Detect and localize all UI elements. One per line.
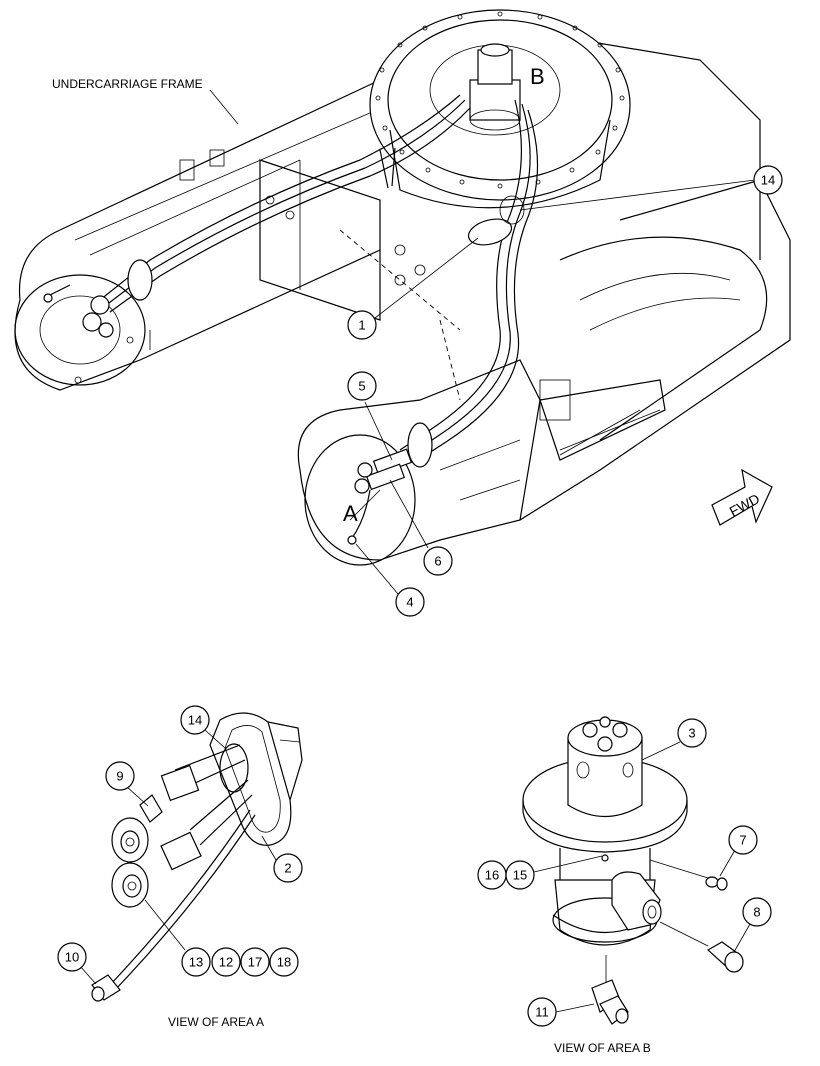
- view-area-a-title: VIEW OF AREA A: [168, 1015, 264, 1029]
- ring-bolts: [375, 11, 625, 189]
- left-fittings-cluster: [43, 259, 153, 338]
- undercarriage-frame-label: UNDERCARRIAGE FRAME: [52, 77, 203, 91]
- callout-6: 6: [389, 479, 453, 576]
- area-a-letter: A: [343, 501, 358, 526]
- callout-9: 9: [105, 761, 149, 807]
- svg-text:11: 11: [535, 1005, 549, 1020]
- callout-1: 1: [347, 237, 479, 340]
- callout-14-main: 14: [519, 165, 783, 211]
- callout-10: 10: [57, 942, 97, 985]
- svg-text:14: 14: [761, 173, 775, 188]
- svg-text:9: 9: [116, 769, 123, 784]
- swivel-ring: [369, 9, 631, 209]
- callout-5: 5: [347, 371, 393, 461]
- svg-text:1: 1: [358, 318, 365, 333]
- main-hose-runs: [99, 94, 539, 521]
- callout-16: 16: [477, 860, 507, 890]
- svg-text:13: 13: [189, 955, 203, 970]
- view-area-b-drawing: [522, 716, 744, 1025]
- callout-15: 15: [505, 855, 603, 890]
- svg-text:10: 10: [65, 950, 79, 965]
- svg-text:5: 5: [358, 379, 365, 394]
- svg-text:17: 17: [248, 955, 262, 970]
- view-area-b-title: VIEW OF AREA B: [554, 1041, 651, 1055]
- svg-text:12: 12: [219, 955, 233, 970]
- callout-11: 11: [527, 997, 595, 1027]
- callout-14-area-a: 14: [180, 705, 226, 749]
- callout-4: 4: [355, 543, 425, 617]
- svg-text:8: 8: [753, 905, 760, 920]
- svg-text:15: 15: [513, 868, 527, 883]
- callout-18: 18: [269, 947, 299, 977]
- callout-2: 2: [261, 835, 303, 883]
- svg-text:6: 6: [434, 554, 441, 569]
- undercarriage-frame-drawing: [14, 29, 791, 566]
- svg-text:2: 2: [284, 861, 291, 876]
- callout-8: 8: [733, 897, 772, 953]
- svg-text:16: 16: [485, 868, 499, 883]
- callout-12: 12: [211, 947, 241, 977]
- callout-7: 7: [719, 825, 758, 877]
- svg-text:14: 14: [188, 713, 202, 728]
- area-a-fittings-cluster: [347, 422, 433, 545]
- callout-17: 17: [240, 947, 270, 977]
- callout-13: 13: [144, 899, 211, 977]
- view-area-a-drawing: [91, 712, 303, 1002]
- svg-text:4: 4: [406, 595, 413, 610]
- area-b-letter: B: [530, 64, 545, 89]
- svg-text:7: 7: [739, 833, 746, 848]
- svg-text:3: 3: [688, 726, 695, 741]
- forward-arrow: FWD: [711, 468, 773, 526]
- svg-text:18: 18: [277, 955, 291, 970]
- callout-3: 3: [641, 718, 707, 761]
